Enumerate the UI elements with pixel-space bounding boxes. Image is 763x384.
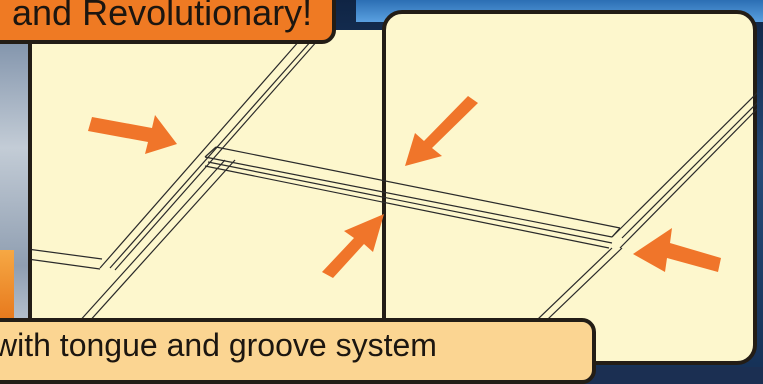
tile-seam-line bbox=[115, 40, 318, 270]
tile-seam-line bbox=[100, 40, 300, 268]
tile-edge-line bbox=[20, 258, 100, 269]
tile-seam-line bbox=[622, 100, 760, 238]
arrow-up-right-icon bbox=[322, 214, 384, 278]
tile-illustration bbox=[0, 0, 763, 367]
caption-banner: with tongue and groove system bbox=[0, 318, 596, 384]
arrow-left-icon bbox=[633, 228, 721, 272]
tile-seam-line bbox=[612, 90, 760, 237]
arrow-down-left-icon bbox=[405, 96, 478, 166]
groove-line bbox=[205, 147, 216, 157]
groove-line bbox=[208, 162, 612, 243]
arrow-right-icon bbox=[88, 115, 177, 154]
tile-edge-line bbox=[20, 248, 102, 259]
title-banner: and Revolutionary! bbox=[0, 0, 336, 44]
page-title: and Revolutionary! bbox=[12, 0, 312, 40]
groove-line bbox=[205, 166, 609, 248]
tile-seam-line bbox=[620, 106, 760, 248]
tile-seam-line bbox=[110, 40, 312, 268]
caption-text: with tongue and groove system bbox=[0, 329, 437, 361]
groove-line bbox=[205, 157, 612, 237]
